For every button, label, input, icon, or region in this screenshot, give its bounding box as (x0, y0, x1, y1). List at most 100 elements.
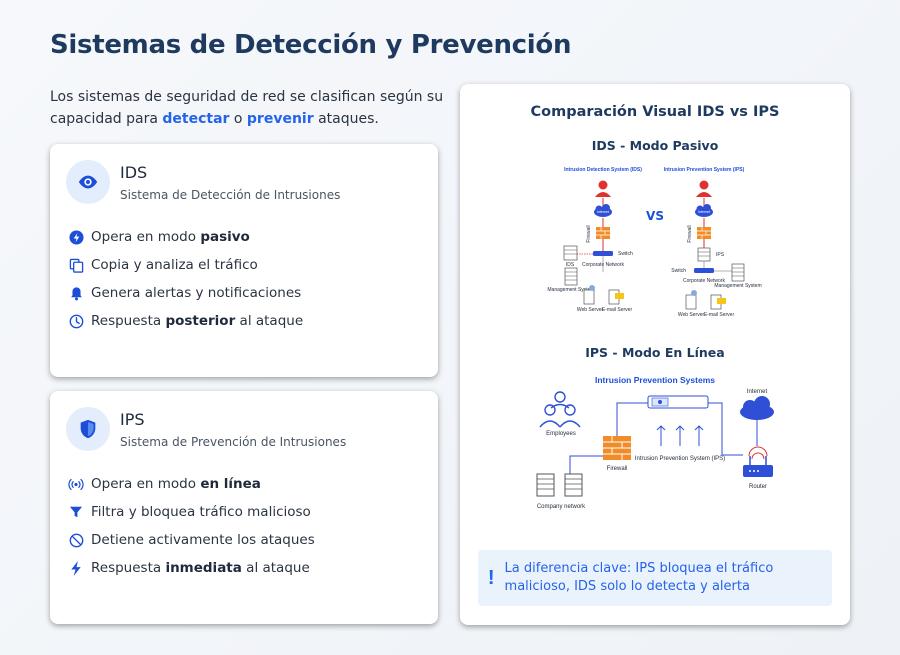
ids-card-header: IDS Sistema de Detección de Intrusiones (66, 160, 340, 204)
hacker-icon (595, 180, 611, 197)
firewall-label: Firewall (607, 466, 628, 472)
shield-icon (66, 407, 110, 451)
web-server-label: Web Server (678, 312, 705, 318)
list-item: Opera en modo en línea (68, 470, 315, 498)
eye-icon (66, 160, 110, 204)
ids-vs-ips-diagram: Intrusion Detection System (IDS) Interne… (547, 167, 761, 318)
ids-section-title: IDS - Modo Pasivo (591, 138, 719, 153)
list-item: Detiene activamente los ataques (68, 526, 315, 554)
firewall-icon (596, 227, 610, 239)
firewall-label: Firewall (586, 225, 592, 242)
ips-inline-diagram: Intrusion Prevention Systems Employees F… (536, 375, 774, 510)
ips-label: Intrusion Prevention System (IPS) (635, 456, 725, 462)
firewall-label: Firewall (687, 225, 693, 242)
intro-part: Los sistemas de seguridad de red se clas… (50, 89, 444, 127)
feature-text: Filtra y bloquea tráfico malicioso (91, 504, 311, 520)
list-item: Genera alertas y notificaciones (68, 279, 303, 307)
intro-part: o (229, 111, 247, 127)
highlight-prevenir: prevenir (246, 111, 314, 127)
broadcast-icon (68, 476, 84, 492)
lightning-icon (68, 560, 84, 576)
highlight-detectar: detectar (162, 111, 230, 127)
switch-label: Switch (618, 251, 633, 257)
feature-text: Detiene activamente los ataques (91, 532, 315, 548)
company-server-icon (536, 473, 583, 497)
management-system-label: Management System (547, 287, 594, 293)
intro-text: Los sistemas de seguridad de red se clas… (50, 86, 450, 130)
key-difference-note: ! La diferencia clave: IPS bloquea el tr… (478, 550, 832, 606)
company-network-label: Company network (537, 504, 586, 510)
note-text: La diferencia clave: IPS bloquea el tráf… (504, 561, 774, 594)
feature-bold: posterior (165, 313, 236, 329)
router-label: Router (749, 484, 767, 490)
web-server-icon (685, 290, 697, 310)
ids-label: IDS (566, 262, 575, 268)
mgmt-server-icon (731, 263, 745, 282)
feature-text: al ataque (241, 560, 310, 576)
ids-diagram-title: Intrusion Detection System (IDS) (564, 167, 642, 173)
management-system-label: Management System (714, 283, 761, 289)
comparison-card: Comparación Visual IDS vs IPS IDS - Modo… (460, 84, 850, 625)
list-item: Opera en modo pasivo (68, 223, 303, 251)
ips-card: IPS Sistema de Prevención de Intrusiones… (50, 391, 438, 624)
ids-card: IDS Sistema de Detección de Intrusiones … (50, 144, 438, 377)
cloud-icon (740, 396, 774, 420)
ips-server-icon (697, 247, 711, 262)
feature-text: Genera alertas y notificaciones (91, 285, 302, 301)
comparison-title: Comparación Visual IDS vs IPS (530, 104, 780, 120)
internet-label: Internet (747, 389, 768, 395)
ips-section-title: IPS - Modo En Línea (585, 345, 725, 360)
email-server-icon (608, 289, 624, 305)
vs-label: VS (646, 209, 664, 223)
intro-part: ataques. (313, 111, 379, 127)
employees-label: Employees (546, 431, 576, 437)
router-icon (743, 446, 773, 477)
ids-server-icon (563, 245, 578, 261)
inline-diagram-title: Intrusion Prevention Systems (595, 375, 715, 385)
switch-icon (593, 251, 613, 256)
firewall-icon (697, 227, 711, 239)
ban-icon (68, 532, 84, 548)
arrow-up-icon (656, 425, 704, 446)
web-server-label: Web Server (577, 307, 604, 313)
cloud-icon (594, 204, 612, 217)
feature-bold: inmediata (165, 560, 242, 576)
ips-device-icon (647, 395, 709, 409)
feature-text: Opera en modo (91, 476, 201, 492)
ips-label: IPS (716, 252, 725, 258)
page-title: Sistemas de Detección y Prevención (50, 30, 572, 60)
switch-icon (694, 268, 714, 273)
email-server-icon (710, 294, 726, 310)
ids-title: IDS (120, 162, 148, 182)
feature-text: al ataque (235, 313, 304, 329)
email-server-label: E-mail Server (704, 312, 735, 318)
hacker-icon (696, 180, 712, 197)
web-server-icon (583, 285, 595, 305)
feature-text: Respuesta (91, 313, 166, 329)
ips-card-header: IPS Sistema de Prevención de Intrusiones (66, 407, 346, 451)
firewall-icon (603, 436, 631, 460)
cloud-icon (695, 204, 713, 217)
feature-bold: pasivo (200, 229, 250, 245)
feature-text: Respuesta (91, 560, 166, 576)
bolt-icon (68, 229, 84, 245)
corporate-network-label: Corporate Network (683, 278, 725, 284)
ips-diagram-title: Intrusion Prevention System (IPS) (664, 167, 745, 173)
copy-icon (68, 257, 84, 273)
feature-bold: en línea (200, 476, 261, 492)
list-item: Respuesta posterior al ataque (68, 307, 303, 335)
email-server-label: E-mail Server (602, 307, 633, 313)
exclamation-icon: ! (487, 566, 495, 589)
ips-title: IPS (120, 409, 145, 429)
ids-feature-list: Opera en modo pasivo Copia y analiza el … (68, 223, 303, 335)
list-item: Copia y analiza el tráfico (68, 251, 303, 279)
internet-label: Internet (698, 210, 710, 214)
mgmt-server-icon (564, 267, 578, 286)
employees-icon (539, 391, 581, 428)
ips-subtitle: Sistema de Prevención de Intrusiones (120, 434, 347, 449)
switch-label: Switch (671, 268, 686, 274)
internet-label: Internet (597, 210, 609, 214)
ids-subtitle: Sistema de Detección de Intrusiones (120, 187, 341, 202)
list-item: Respuesta inmediata al ataque (68, 554, 315, 582)
ips-feature-list: Opera en modo en línea Filtra y bloquea … (68, 470, 315, 582)
